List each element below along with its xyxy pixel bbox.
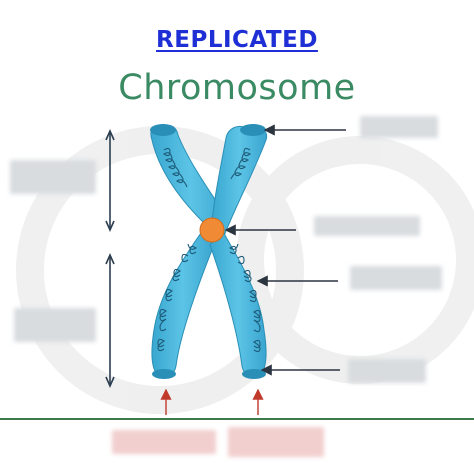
label-box-right-center[interactable] xyxy=(314,216,420,236)
label-box-left-top[interactable] xyxy=(10,160,96,194)
label-box-right-middle[interactable] xyxy=(350,266,442,290)
chromatid-tip-top-left xyxy=(150,124,176,136)
bracket-arrow-upper xyxy=(105,129,115,232)
baseline-divider xyxy=(0,418,474,420)
diagram-title: REPLICATED xyxy=(156,27,318,53)
chromatid-tip-bottom-right xyxy=(242,369,266,379)
label-box-right-bottom[interactable] xyxy=(348,359,426,383)
chromatid-tip-top-right xyxy=(240,124,266,136)
label-box-bottom-right[interactable] xyxy=(228,427,324,457)
chromatid-left-bottom xyxy=(151,229,215,378)
label-box-right-top[interactable] xyxy=(360,116,438,138)
label-box-left-bottom[interactable] xyxy=(14,308,96,342)
centromere xyxy=(199,217,225,243)
chromatid-tip-bottom-left xyxy=(152,369,176,379)
label-box-bottom-left[interactable] xyxy=(112,430,216,454)
diagram-subtitle: Chromosome xyxy=(118,68,356,108)
dna-coils xyxy=(157,147,261,353)
bracket-arrow-lower xyxy=(105,253,115,388)
